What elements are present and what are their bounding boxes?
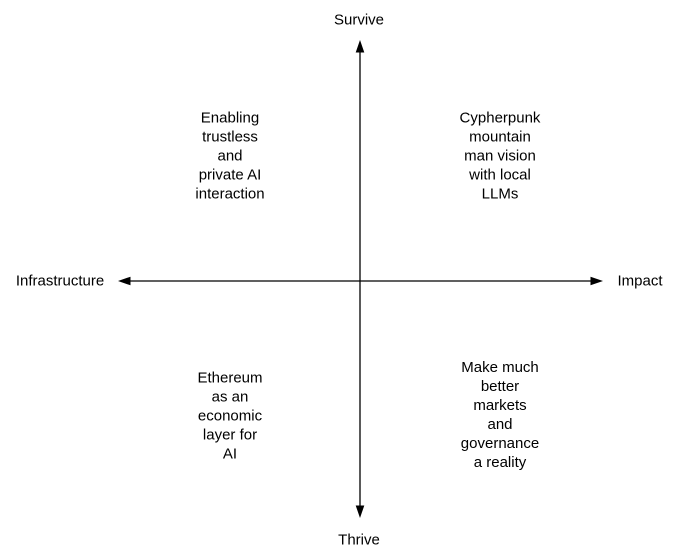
axis-label-impact: Impact [617, 272, 663, 290]
quadrant-text-bottom-left: Ethereum as an economic layer for AI [197, 369, 263, 463]
arrowhead-down-icon [355, 505, 365, 518]
quadrant-text-top-left: Enabling trustless and private AI intera… [195, 109, 265, 203]
axis-label-thrive: Thrive [338, 531, 380, 549]
arrowhead-right-icon [590, 276, 603, 286]
arrowhead-up-icon [355, 40, 365, 53]
quadrant-text-top-right: Cypherpunk mountain man vision with loca… [459, 109, 541, 203]
quadrant-text-bottom-right: Make much better markets and governance … [460, 359, 540, 471]
axis-label-survive: Survive [333, 11, 385, 29]
arrowhead-left-icon [118, 276, 131, 286]
axis-label-infrastructure: Infrastructure [15, 272, 105, 290]
